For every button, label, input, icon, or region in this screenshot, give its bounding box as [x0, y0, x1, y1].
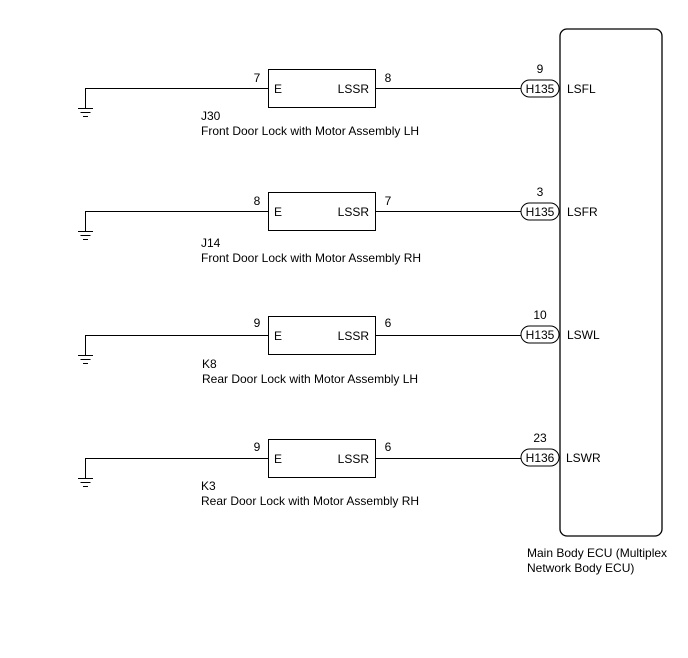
ground-symbol [78, 458, 93, 487]
terminal-e-label: E [274, 205, 282, 219]
ecu-pin-number: 10 [533, 308, 547, 322]
ground-symbol [78, 211, 93, 240]
pin-lssr-number: 7 [385, 194, 392, 208]
component-code: K8 [202, 357, 217, 371]
connector-pill [520, 325, 560, 344]
door-lock-motor-box [268, 316, 376, 355]
ecu-signal-label: LSWR [566, 451, 601, 465]
ecu-pin-number: 9 [537, 62, 544, 76]
component-code: J30 [201, 109, 221, 123]
ecu-signal-label: LSFR [567, 205, 598, 219]
door-lock-motor-box [268, 69, 376, 108]
ecu-signal-label: LSFL [567, 82, 596, 96]
ecu-caption: Main Body ECU (Multiplex Network Body EC… [527, 546, 667, 576]
connector-code: H135 [526, 328, 555, 342]
terminal-lssr-label: LSSR [338, 82, 370, 96]
pin-lssr-number: 6 [385, 316, 392, 330]
terminal-lssr-label: LSSR [338, 205, 370, 219]
ecu-block [559, 28, 663, 537]
circuit-4: E LSSR 9 6 H136 23 LSWR [78, 431, 601, 487]
component-description: Rear Door Lock with Motor Assembly LH [202, 372, 419, 386]
component-caption-1: J30 Front Door Lock with Motor Assembly … [201, 109, 419, 139]
component-description: Front Door Lock with Motor Assembly LH [201, 124, 420, 138]
terminal-e-label: E [274, 329, 282, 343]
ecu-pin-number: 3 [537, 185, 544, 199]
terminal-e-label: E [274, 82, 282, 96]
component-caption-3: K8 Rear Door Lock with Motor Assembly LH [202, 357, 418, 387]
terminal-e-label: E [274, 452, 282, 466]
ecu-pin-number: 23 [533, 431, 547, 445]
connector-pill [520, 448, 560, 467]
circuit-1: E LSSR 7 8 H135 9 LSFL [78, 62, 596, 117]
circuit-2: E LSSR 8 7 H135 3 LSFR [78, 185, 598, 240]
pin-lssr-number: 8 [385, 71, 392, 85]
connector-code: H135 [526, 205, 555, 219]
component-description: Rear Door Lock with Motor Assembly RH [201, 494, 420, 508]
terminal-lssr-label: LSSR [338, 329, 370, 343]
component-caption-4: K3 Rear Door Lock with Motor Assembly RH [201, 479, 419, 509]
component-code: K3 [201, 479, 216, 493]
terminal-lssr-label: LSSR [338, 452, 370, 466]
pin-e-number: 9 [254, 316, 261, 330]
door-lock-motor-box [268, 439, 376, 478]
ground-symbol [78, 88, 93, 117]
connector-code: H135 [526, 82, 555, 96]
ecu-signal-label: LSWL [567, 328, 600, 342]
connector-pill [520, 202, 560, 221]
ecu-name-line1: Main Body ECU (Multiplex [527, 546, 668, 560]
ecu-name-line2: Network Body ECU) [527, 561, 635, 575]
pin-e-number: 8 [254, 194, 261, 208]
connector-code: H136 [526, 451, 555, 465]
door-lock-motor-box [268, 192, 376, 231]
circuit-3: E LSSR 9 6 H135 10 LSWL [78, 308, 600, 364]
component-code: J14 [201, 236, 221, 250]
pin-e-number: 9 [254, 440, 261, 454]
pin-lssr-number: 6 [385, 440, 392, 454]
ground-symbol [78, 335, 93, 364]
component-caption-2: J14 Front Door Lock with Motor Assembly … [201, 236, 421, 266]
component-description: Front Door Lock with Motor Assembly RH [201, 251, 422, 265]
pin-e-number: 7 [254, 71, 261, 85]
connector-pill [520, 79, 560, 98]
